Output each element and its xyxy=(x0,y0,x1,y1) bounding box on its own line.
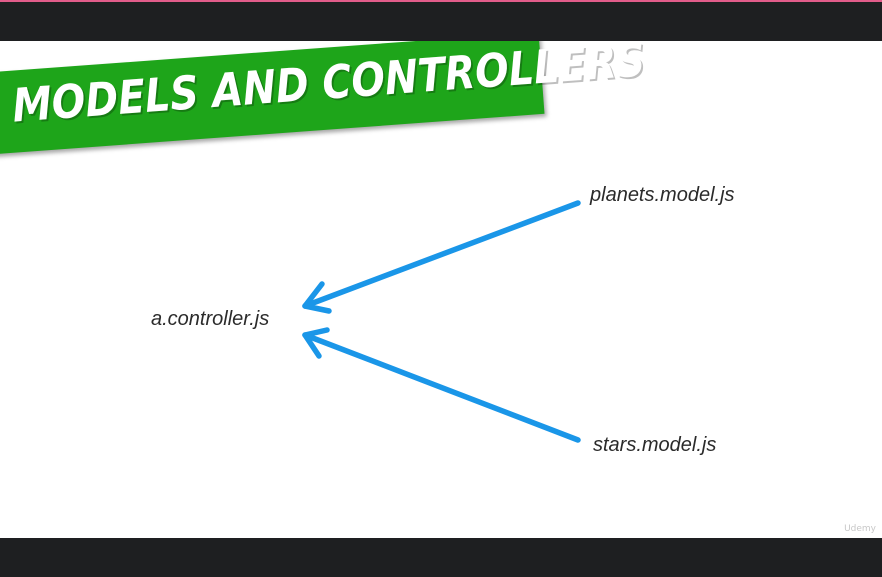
watermark: Udemy xyxy=(844,524,876,534)
planets-model-file-label: planets.model.js xyxy=(590,184,735,206)
arrow-stars-to-controller xyxy=(302,327,581,443)
arrow-planets-to-controller xyxy=(302,200,581,314)
slide: MODELS AND CONTROLLERS a.controller.js p… xyxy=(0,41,882,538)
arrows-layer xyxy=(302,200,581,443)
top-edge-line xyxy=(0,0,882,2)
stars-model-file-label: stars.model.js xyxy=(593,434,717,456)
controller-file-label: a.controller.js xyxy=(151,308,270,330)
